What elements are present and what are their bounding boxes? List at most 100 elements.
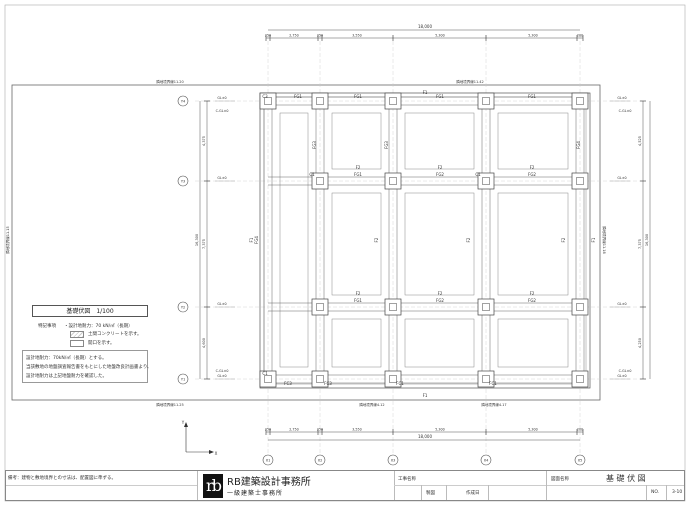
dimension-value: 3,550: [352, 428, 361, 432]
no-label: NO.: [651, 490, 660, 495]
footing-label: F1: [591, 237, 596, 242]
title-block: 備考：建物と敷地境界との寸法は、配置図に準ずる。 rb RB建築設計事務所 一級…: [5, 470, 685, 501]
beam-label: FG1: [436, 94, 444, 99]
notes-label: 特記事項: [38, 324, 56, 329]
dimension-value: 4,600: [202, 338, 206, 348]
column-label: C1: [262, 371, 268, 376]
axis-label: X4: [484, 459, 489, 463]
axis-bubble: [314, 454, 326, 466]
column: [316, 303, 324, 311]
slab-swatch: [70, 331, 84, 338]
beam-label: FG3: [384, 141, 389, 149]
boundary-label: 隣地境界線11.42: [456, 79, 484, 84]
drawing-name-label: 図面名称: [551, 477, 569, 482]
level-label: C-GL±0: [619, 369, 632, 373]
column-footing: [259, 92, 277, 110]
level-label: GL±0: [617, 302, 626, 306]
column-footing: [311, 172, 329, 190]
dimension-value: 7,375: [638, 239, 642, 249]
column-footing: [384, 370, 402, 388]
dimension-value: 4,375: [202, 136, 206, 146]
dimension-value: 200: [577, 34, 583, 38]
column: [316, 97, 324, 105]
level-label: GL±0: [217, 374, 226, 378]
slab-panel: [497, 192, 569, 296]
column-footing: [477, 172, 495, 190]
column-footing: [571, 172, 589, 190]
beam-label: FC1: [396, 381, 404, 386]
beam-label: FG2: [528, 298, 536, 303]
boundary-label: 隣地境界線11.18: [602, 226, 607, 254]
column-footing: [571, 298, 589, 316]
slab-panel: [404, 192, 475, 296]
dimension-value: 250: [265, 428, 271, 432]
footing-label: F2: [356, 291, 361, 296]
column: [482, 177, 490, 185]
site-boundary: [11, 84, 601, 401]
remarks: 備考：建物と敷地境界との寸法は、配置図に準ずる。: [8, 476, 116, 481]
date-label: 作成日: [466, 491, 480, 496]
beam-label: FG1: [528, 94, 536, 99]
column: [389, 375, 397, 383]
axis-indicator-label: X: [215, 451, 218, 456]
column: [316, 375, 324, 383]
bearing-note-box: 設計地耐力：70kN/㎡（長期）とする。 当該敷地の地盤調査報告書をもとにした地…: [22, 350, 152, 383]
sheet-frame: [4, 4, 686, 502]
axis-bubble: [177, 95, 189, 107]
dimension-value: 5,300: [435, 428, 444, 432]
dimension-value: 5,300: [435, 34, 444, 38]
column: [264, 97, 272, 105]
dimension-value: 18,000: [418, 24, 432, 29]
axis-bubble: [177, 175, 189, 187]
axis-bubble: [177, 373, 189, 385]
beam-label: FG1: [354, 298, 362, 303]
arrow-head-icon: [184, 422, 188, 427]
dimension-value: 7,375: [202, 239, 206, 249]
column-footing: [571, 370, 589, 388]
footing-label: F1: [423, 90, 428, 95]
level-label: GL±0: [617, 96, 626, 100]
dimension-value: 2,750: [289, 34, 298, 38]
column-footing: [571, 92, 589, 110]
axis-label: X5: [578, 459, 583, 463]
opening-swatch: [70, 340, 84, 347]
axis-indicator-label: Y: [181, 420, 185, 425]
beam-label: FG4: [576, 141, 581, 149]
axis-label: Y2: [181, 306, 185, 310]
column: [389, 97, 397, 105]
slab-panel: [497, 112, 569, 170]
column: [576, 97, 584, 105]
dimension-value: 2,750: [289, 428, 298, 432]
note-line: 設計地耐力：70kN/㎡（長期）とする。: [26, 356, 107, 361]
dimension-value: 3,550: [352, 34, 361, 38]
drawing-number: 3-10: [672, 490, 683, 495]
slab-panel: [331, 192, 382, 296]
axis-label: X1: [266, 459, 271, 463]
slab-panel: [404, 318, 475, 368]
column-footing: [384, 172, 402, 190]
boundary-label: 隣地境界線11.25: [156, 402, 184, 407]
boundary-label: 隣地境界線4.12: [359, 402, 384, 407]
column-footing: [311, 92, 329, 110]
footing-label: F2: [561, 237, 566, 242]
slab-panel: [331, 112, 382, 170]
axis-bubble: [177, 301, 189, 313]
column: [389, 177, 397, 185]
column-footing: [311, 298, 329, 316]
column-footing: [311, 370, 329, 388]
column: [482, 97, 490, 105]
footing-outline: [259, 92, 591, 389]
column-footing: [477, 92, 495, 110]
axis-label: Y3: [181, 180, 185, 184]
axis-bubble: [480, 454, 492, 466]
column: [576, 303, 584, 311]
column-label: C1: [309, 172, 315, 177]
dimension-value: 5,300: [528, 34, 537, 38]
dimension-value: 16,300: [645, 234, 649, 246]
footing-label: F1: [249, 237, 254, 242]
firm-name: RB建築設計事務所: [227, 477, 311, 488]
dimension-value: 250: [317, 428, 323, 432]
column-footing: [384, 92, 402, 110]
footing-label: F2: [356, 165, 361, 170]
note-line: 当該敷地の地盤調査報告書をもとにした地盤改良計画書より、: [26, 365, 152, 370]
